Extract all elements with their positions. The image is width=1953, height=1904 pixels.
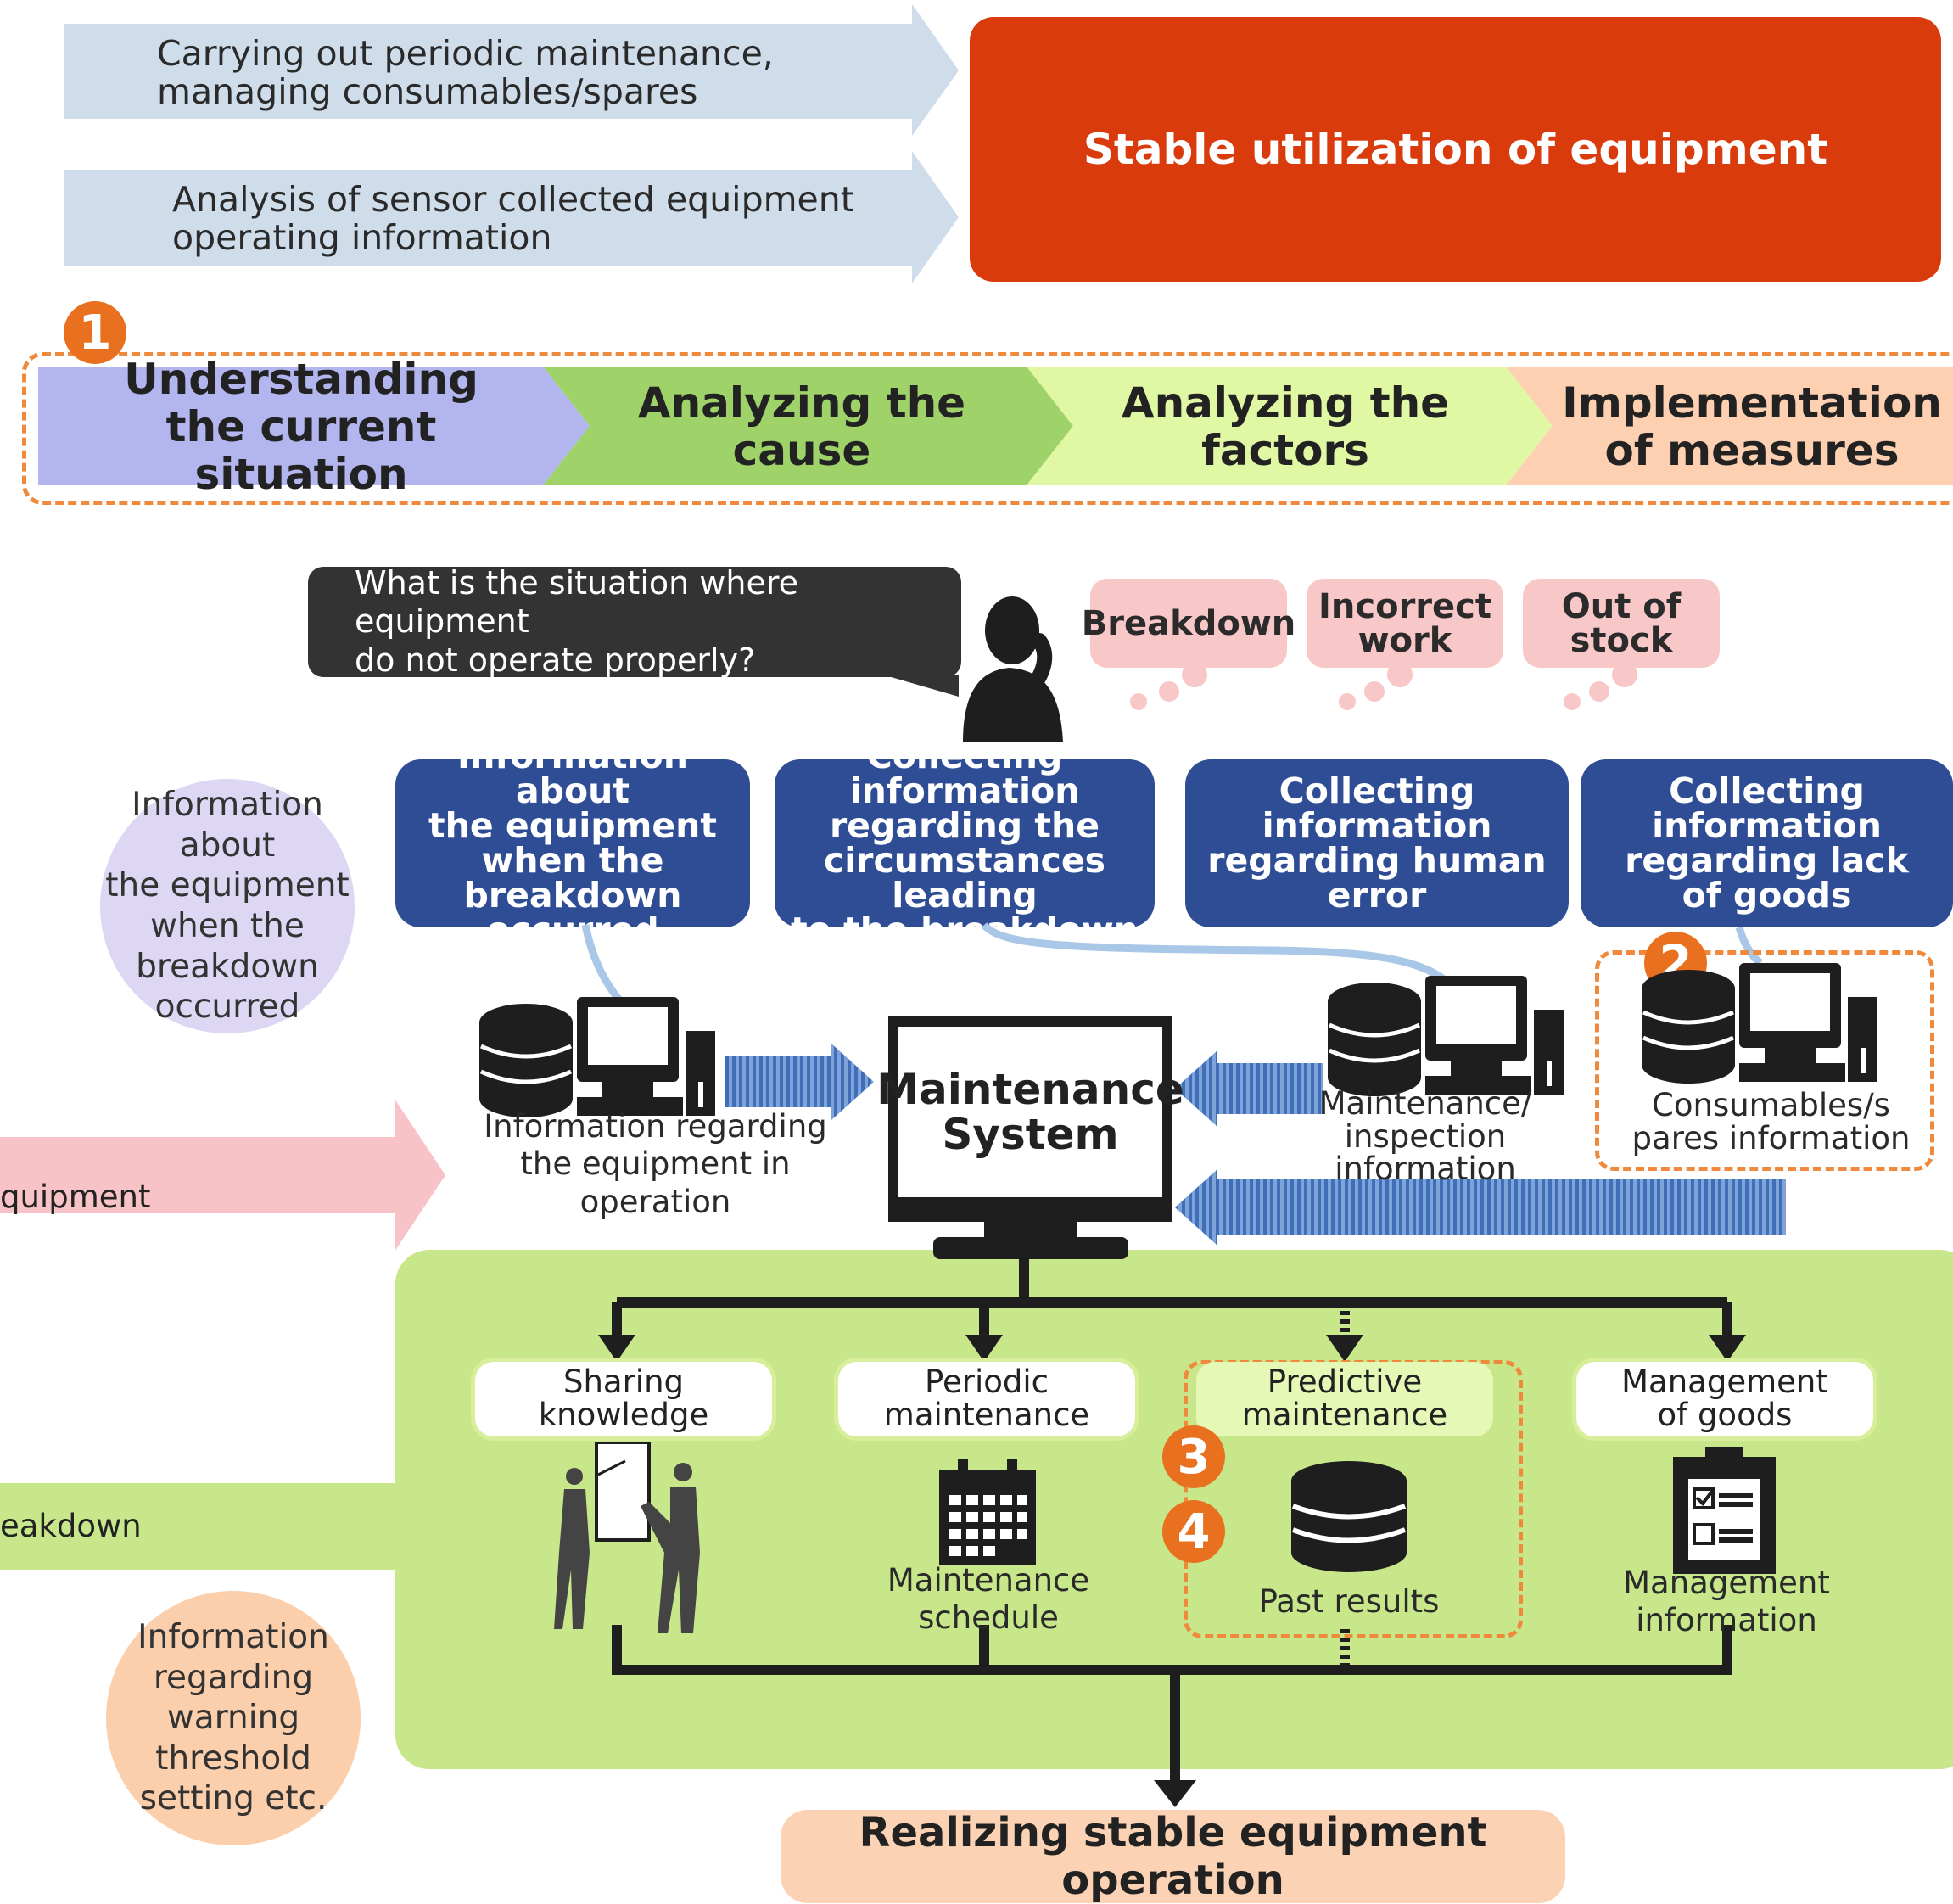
left-pink-arrow-text: quipment bbox=[0, 1178, 151, 1215]
monitor-stand bbox=[888, 1203, 1172, 1222]
consumables-dashed-frame bbox=[1595, 950, 1934, 1171]
maintenance-server-icon bbox=[1328, 976, 1564, 1096]
result-text: Realizing stable equipment operation bbox=[859, 1809, 1487, 1904]
arrow-shape-periodic bbox=[64, 4, 959, 136]
maintenance-system-label: Maintenance System bbox=[876, 1065, 1184, 1159]
equipment-server-icon bbox=[479, 997, 715, 1117]
info-circle-breakdown: Information about the equipment when the… bbox=[100, 779, 355, 1033]
arrow-equipment-to-system bbox=[725, 1044, 874, 1120]
caption-past-results: Past results bbox=[1258, 1582, 1440, 1620]
card-management-of-goods: Management of goods bbox=[1576, 1362, 1873, 1436]
caption-management-information: Management information bbox=[1623, 1564, 1830, 1638]
badge-3: 3 bbox=[1162, 1425, 1225, 1488]
presentation-people-icon bbox=[554, 1442, 700, 1633]
step-4-label: Implementation of measures bbox=[1562, 378, 1942, 475]
steps-dashed-frame bbox=[22, 352, 1953, 505]
top-arrows-graphic bbox=[64, 4, 959, 283]
info-circle-threshold: Information regarding warning threshold … bbox=[106, 1591, 361, 1845]
speech-bubble: What is the situation where equipment do… bbox=[308, 563, 961, 679]
info-box-lack-of-goods: Collecting information regarding lack of… bbox=[1581, 759, 1953, 927]
step-shape-2 bbox=[543, 367, 1073, 485]
thought-dots bbox=[1130, 662, 1637, 710]
past-results-database-icon bbox=[1291, 1461, 1407, 1572]
step-shape-4 bbox=[1506, 367, 1953, 485]
arrow-consumables-to-system bbox=[1175, 1169, 1786, 1246]
caption-maintenance-schedule: Maintenance schedule bbox=[887, 1561, 1090, 1636]
arrow-text-sensor-analysis: Analysis of sensor collected equipment o… bbox=[172, 178, 854, 258]
step-3-label: Analyzing the factors bbox=[1121, 378, 1450, 475]
step-badge-1: 1 bbox=[64, 301, 126, 364]
speech-bubble-text: What is the situation where equipment do… bbox=[355, 563, 799, 679]
card-sharing-knowledge: Sharing knowledge bbox=[475, 1362, 772, 1436]
thought-out-of-stock: Out of stock bbox=[1523, 579, 1720, 668]
arrow-text-periodic-maintenance: Carrying out periodic maintenance, manag… bbox=[157, 32, 774, 112]
step-shape-1 bbox=[38, 367, 590, 485]
card-predictive-maintenance: Predictive maintenance bbox=[1196, 1362, 1493, 1436]
consumables-server-icon bbox=[1642, 963, 1877, 1084]
result-box: Realizing stable equipment operation bbox=[781, 1809, 1565, 1904]
info-box-circumstances: Collecting information regarding the cir… bbox=[775, 739, 1155, 948]
clipboard-icon bbox=[1673, 1447, 1776, 1574]
monitor-base bbox=[933, 1237, 1128, 1259]
left-green-band-text: eakdown bbox=[0, 1507, 142, 1544]
badge-4: 4 bbox=[1162, 1500, 1225, 1563]
step-2-label: Analyzing the cause bbox=[637, 378, 966, 475]
left-pink-arrow bbox=[0, 1099, 445, 1252]
card-periodic-maintenance: Periodic maintenance bbox=[838, 1362, 1135, 1436]
maintenance-system-monitor: Maintenance System bbox=[876, 1016, 1184, 1207]
thinking-person-icon bbox=[963, 596, 1063, 742]
arrow-shape-sensor bbox=[64, 151, 959, 283]
arrow-maintenance-to-system bbox=[1175, 1050, 1323, 1127]
calendar-icon bbox=[939, 1459, 1036, 1565]
consumables-spares-label: Consumables/s pares information bbox=[1631, 1087, 1911, 1156]
info-box-human-error: Collecting information regarding human e… bbox=[1185, 759, 1569, 927]
goal-box-text: Stable utilization of equipment bbox=[1083, 125, 1828, 174]
goal-box-stable-utilization: Stable utilization of equipment bbox=[970, 17, 1941, 282]
thought-breakdown: Breakdown bbox=[1082, 579, 1295, 668]
speech-bubble-tail bbox=[882, 675, 959, 697]
step-shape-3 bbox=[1027, 367, 1553, 485]
thought-incorrect-work: Incorrect work bbox=[1307, 579, 1503, 668]
steps-chevrons bbox=[38, 367, 1953, 485]
left-green-band bbox=[0, 1483, 407, 1570]
